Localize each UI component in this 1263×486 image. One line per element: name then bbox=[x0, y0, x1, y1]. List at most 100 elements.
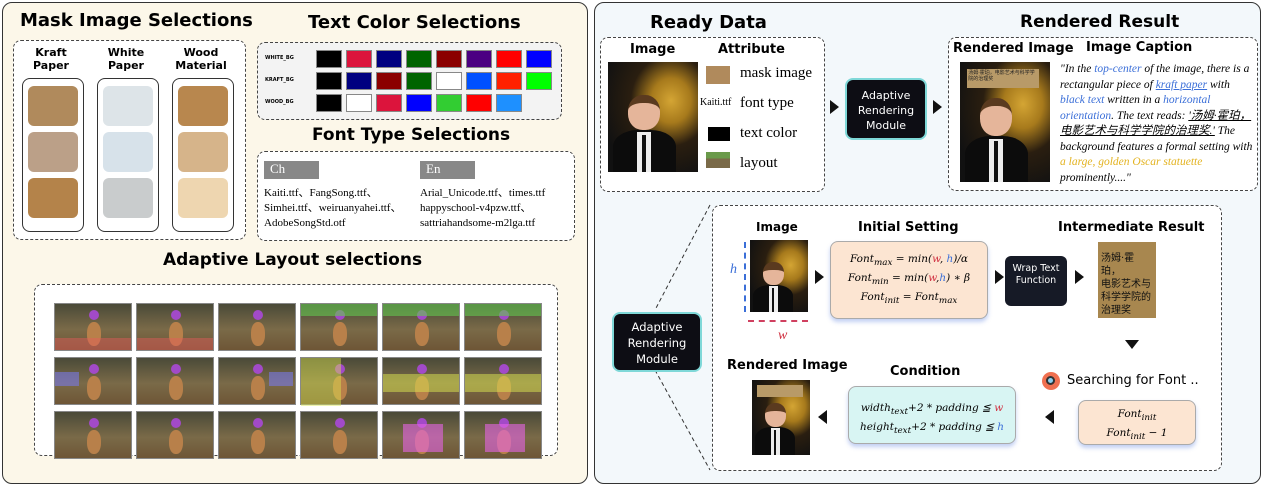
mask-texture[interactable] bbox=[103, 86, 153, 126]
layout-sample[interactable] bbox=[54, 411, 132, 459]
color-swatch bbox=[708, 127, 730, 141]
color-swatch[interactable] bbox=[496, 72, 522, 90]
color-swatch[interactable] bbox=[466, 94, 492, 112]
color-swatch[interactable] bbox=[316, 94, 342, 112]
mask-label: White Paper bbox=[107, 46, 145, 72]
wrap-text-button: Wrap Text Function bbox=[1005, 256, 1067, 306]
search-label: Searching for Font .. bbox=[1067, 373, 1199, 388]
layout-sample[interactable] bbox=[218, 357, 296, 405]
rendered-result-title: Rendered Result bbox=[1020, 12, 1180, 32]
attr-layout: layout bbox=[740, 155, 778, 171]
layout-sample[interactable] bbox=[300, 411, 378, 459]
color-swatch[interactable] bbox=[406, 72, 432, 90]
arrow-left-icon bbox=[818, 410, 827, 424]
mask-texture[interactable] bbox=[28, 178, 78, 218]
color-swatch[interactable] bbox=[466, 50, 492, 68]
rendered-image-label: Rendered Image bbox=[953, 41, 1074, 56]
layout-sample[interactable] bbox=[382, 303, 460, 351]
flow-rendered-title: Rendered Image bbox=[727, 358, 848, 373]
color-swatch[interactable] bbox=[496, 50, 522, 68]
color-swatch[interactable] bbox=[316, 72, 342, 90]
layout-sample[interactable] bbox=[300, 303, 378, 351]
color-swatch[interactable] bbox=[406, 94, 432, 112]
mask-texture[interactable] bbox=[28, 86, 78, 126]
mask-texture[interactable] bbox=[178, 178, 228, 218]
search-icon bbox=[1042, 372, 1060, 390]
color-swatch[interactable] bbox=[526, 50, 552, 68]
layout-sample[interactable] bbox=[218, 303, 296, 351]
mask-texture[interactable] bbox=[103, 178, 153, 218]
color-swatch[interactable] bbox=[436, 94, 462, 112]
arrow-right-icon bbox=[1075, 270, 1084, 284]
image-caption: "In the top-center of the image, there i… bbox=[1060, 63, 1253, 184]
color-swatch[interactable] bbox=[436, 72, 462, 90]
attr-mask: mask image bbox=[740, 65, 813, 81]
flow-image-label: Image bbox=[756, 220, 798, 234]
image-label: Image bbox=[630, 42, 676, 57]
layout-sample[interactable] bbox=[136, 303, 214, 351]
layout-sample[interactable] bbox=[54, 303, 132, 351]
mask-texture[interactable] bbox=[103, 132, 153, 172]
color-title: Text Color Selections bbox=[308, 12, 521, 33]
mask-texture[interactable] bbox=[28, 132, 78, 172]
color-swatch[interactable] bbox=[526, 72, 552, 90]
w-label: w bbox=[778, 328, 788, 343]
arrow-right-icon bbox=[815, 270, 824, 284]
zoom-connector-lines bbox=[654, 204, 711, 471]
font-ch-list: Kaiti.ttf、FangSong.ttf、Simhei.ttf、weirua… bbox=[264, 187, 402, 229]
initial-title: Initial Setting bbox=[858, 220, 959, 235]
attribute-label: Attribute bbox=[718, 42, 785, 57]
condition-box: widthtext+2 * padding ≦ w heighttext+2 *… bbox=[848, 386, 1016, 444]
color-row-label: WOOD_BG bbox=[265, 99, 294, 105]
color-row-label: KRAFT_BG bbox=[265, 77, 294, 83]
color-swatch[interactable] bbox=[376, 50, 402, 68]
layout-sample[interactable] bbox=[464, 411, 542, 459]
color-swatch[interactable] bbox=[376, 94, 402, 112]
attr-color: text color bbox=[740, 125, 798, 141]
color-swatch[interactable] bbox=[496, 94, 522, 112]
color-swatch[interactable] bbox=[466, 72, 492, 90]
ready-title: Ready Data bbox=[650, 12, 767, 33]
intermediate-image: 汤姆·霍珀，电影艺术与科学学院的治理奖 bbox=[1098, 242, 1156, 318]
layout-sample[interactable] bbox=[464, 303, 542, 351]
font-sample: Kaiti.ttf bbox=[700, 97, 732, 108]
condition-title: Condition bbox=[890, 364, 961, 379]
height-marker bbox=[744, 242, 746, 312]
arrow-left-icon bbox=[1045, 410, 1054, 424]
color-swatch[interactable] bbox=[346, 94, 372, 112]
layout-sample[interactable] bbox=[218, 411, 296, 459]
color-swatch[interactable] bbox=[376, 72, 402, 90]
mask-label: Kraft Paper bbox=[33, 46, 69, 72]
flow-image bbox=[750, 240, 808, 312]
layout-sample[interactable] bbox=[54, 357, 132, 405]
color-swatch[interactable] bbox=[346, 72, 372, 90]
flow-rendered-image bbox=[752, 380, 810, 455]
layout-sample[interactable] bbox=[382, 357, 460, 405]
mask-texture[interactable] bbox=[178, 132, 228, 172]
font-en-list: Arial_Unicode.ttf、times.ttf happyschool-… bbox=[420, 187, 546, 229]
mask-label: Wood Material bbox=[175, 46, 227, 72]
attr-font: font type bbox=[740, 95, 794, 111]
layout-sample[interactable] bbox=[300, 357, 378, 406]
arrow-down-icon bbox=[1125, 340, 1139, 349]
font-ch-tag: Ch bbox=[264, 161, 319, 179]
layout-sample[interactable] bbox=[464, 357, 542, 405]
arrow-right-icon bbox=[830, 100, 839, 114]
mask-texture[interactable] bbox=[178, 86, 228, 126]
module-button: Adaptive Rendering Module bbox=[845, 78, 927, 140]
layout-sample[interactable] bbox=[136, 357, 214, 405]
color-row-label: WHITE_BG bbox=[265, 55, 294, 61]
mask-swatch bbox=[706, 66, 730, 84]
module-side-label: Adaptive Rendering Module bbox=[612, 312, 702, 372]
font-en-tag: En bbox=[420, 161, 475, 179]
color-swatch[interactable] bbox=[346, 50, 372, 68]
portrait-image bbox=[608, 62, 698, 172]
layout-title: Adaptive Layout selections bbox=[163, 250, 423, 270]
layout-sample[interactable] bbox=[136, 411, 214, 459]
color-swatch[interactable] bbox=[316, 50, 342, 68]
caption-label: Image Caption bbox=[1086, 40, 1193, 55]
layout-sample[interactable] bbox=[382, 411, 460, 459]
color-swatch[interactable] bbox=[436, 50, 462, 68]
color-swatch[interactable] bbox=[406, 50, 432, 68]
